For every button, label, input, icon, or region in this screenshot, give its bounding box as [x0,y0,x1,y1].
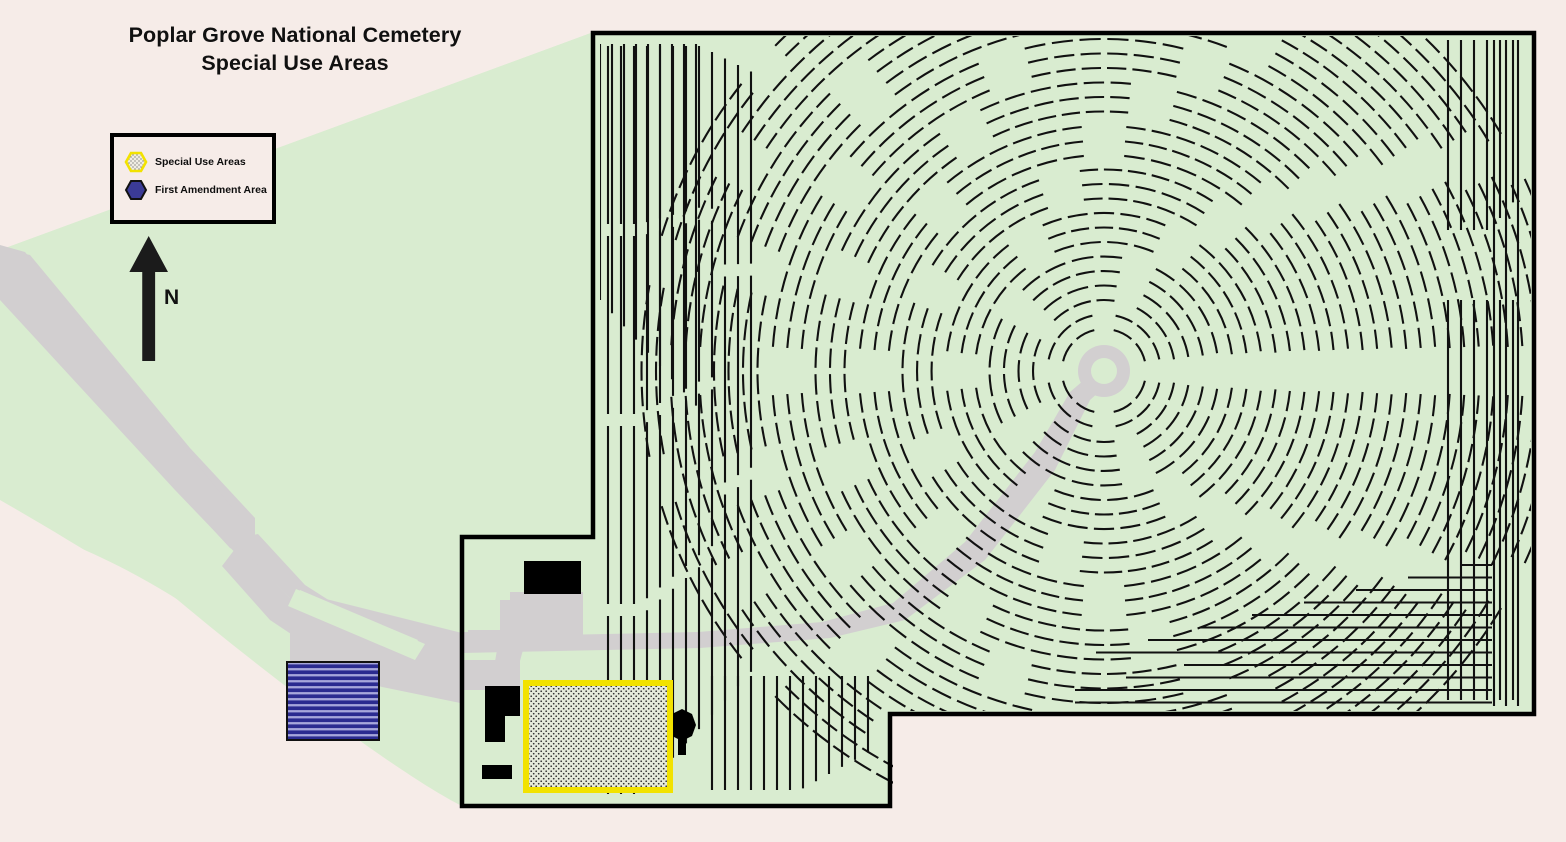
first-amendment-area[interactable] [286,661,380,741]
north-arrow-icon [129,236,168,361]
special-use-area[interactable] [523,680,673,793]
park-green-area [0,33,593,842]
legend-item-first-amendment-area[interactable]: First Amendment Area [124,178,267,202]
map-legend: Special Use Areas First Amendment Area [110,133,276,224]
flagpole-circle [1078,345,1130,397]
legend-item-special-use-areas[interactable]: Special Use Areas [124,150,246,174]
hexagon-yellow-icon [124,150,148,174]
legend-label-special-use-areas: Special Use Areas [155,155,246,168]
building-outbuilding [482,765,512,779]
building-lodge [485,686,520,742]
tree-icon [668,709,696,755]
grave-rows [600,36,1531,803]
north-label: N [164,286,180,309]
cemetery-parcel-fill [462,33,1534,806]
buildings [482,561,581,779]
legend-label-first-amendment-area: First Amendment Area [155,183,267,196]
building-maintenance [524,561,581,594]
cemetery-boundary [459,30,1537,809]
hexagon-navy-icon [124,178,148,202]
cemetery-internal-drive [462,368,1110,690]
